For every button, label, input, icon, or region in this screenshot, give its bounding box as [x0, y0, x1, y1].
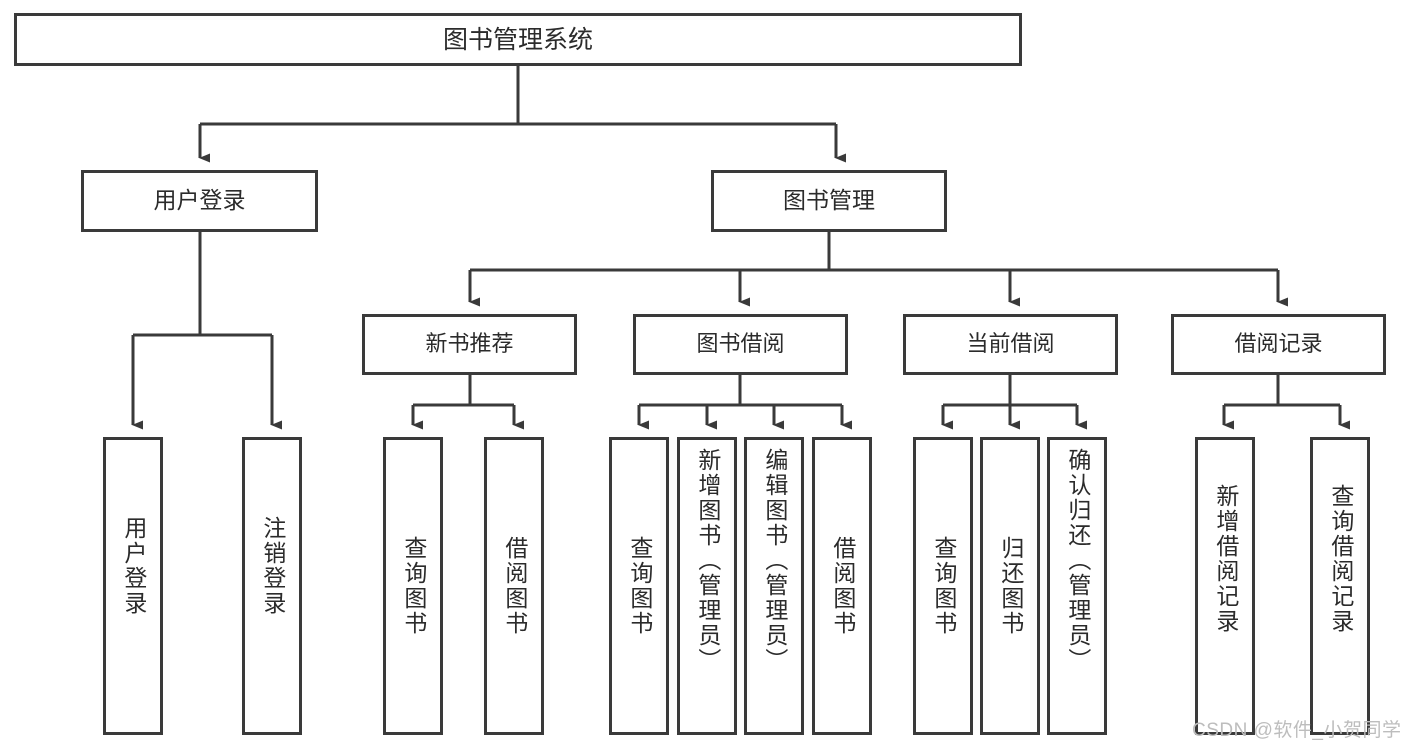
- node-root-system[interactable]: 图书管理系统: [14, 13, 1022, 66]
- node-book-borrow[interactable]: 图书借阅: [633, 314, 848, 375]
- leaf-record-query-record[interactable]: 查询借阅记录: [1310, 437, 1370, 735]
- node-borrow-record[interactable]: 借阅记录: [1171, 314, 1386, 375]
- leaf-new-book-borrow-book[interactable]: 借阅图书: [484, 437, 544, 735]
- leaf-current-return-book[interactable]: 归还图书: [980, 437, 1040, 735]
- leaf-borrow-edit-book-admin[interactable]: 编辑图书（管理员）: [744, 437, 804, 735]
- leaf-record-add-record[interactable]: 新增借阅记录: [1195, 437, 1255, 735]
- node-new-book-recommend[interactable]: 新书推荐: [362, 314, 577, 375]
- leaf-borrow-borrow-book[interactable]: 借阅图书: [812, 437, 872, 735]
- leaf-current-confirm-return-admin[interactable]: 确认归还（管理员）: [1047, 437, 1107, 735]
- leaf-borrow-add-book-admin[interactable]: 新增图书（管理员）: [677, 437, 737, 735]
- leaf-user-login-login[interactable]: 用户登录: [103, 437, 163, 735]
- leaf-user-login-logout[interactable]: 注销登录: [242, 437, 302, 735]
- leaf-borrow-query-book[interactable]: 查询图书: [609, 437, 669, 735]
- leaf-new-book-query-book[interactable]: 查询图书: [383, 437, 443, 735]
- leaf-current-query-book[interactable]: 查询图书: [913, 437, 973, 735]
- node-current-borrow[interactable]: 当前借阅: [903, 314, 1118, 375]
- node-user-login[interactable]: 用户登录: [81, 170, 318, 232]
- csdn-watermark: CSDN @软件_小贺同学: [1192, 720, 1402, 741]
- node-book-management[interactable]: 图书管理: [711, 170, 947, 232]
